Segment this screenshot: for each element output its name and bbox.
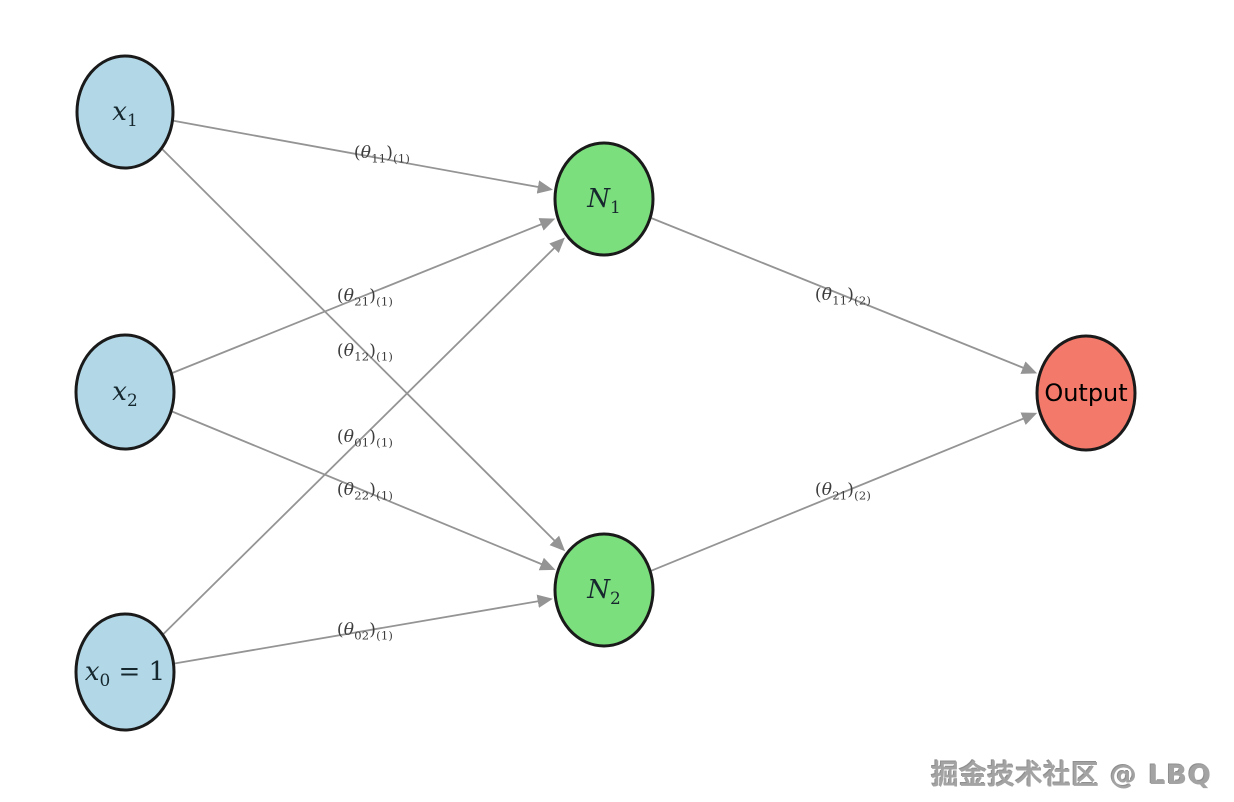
node-output <box>1035 334 1137 452</box>
watermark: 掘金技术社区 @ LBQ <box>931 760 1212 791</box>
node-N2 <box>553 532 655 648</box>
node-N1 <box>553 141 655 257</box>
edges-layer <box>161 119 1038 665</box>
edge-x1-N1 <box>173 119 553 194</box>
node-x2 <box>74 333 176 451</box>
edge-x2-N1 <box>171 218 556 374</box>
edge-x0-N1 <box>162 237 565 635</box>
node-x1 <box>75 54 175 170</box>
node-x0 <box>74 612 176 732</box>
edge-x2-N2 <box>171 410 556 571</box>
edge-N2-output <box>650 412 1038 572</box>
nodes-layer <box>74 54 1137 732</box>
edge-N1-output <box>650 217 1038 374</box>
edge-x0-N2 <box>174 594 553 665</box>
edge-x1-N2 <box>161 148 566 552</box>
